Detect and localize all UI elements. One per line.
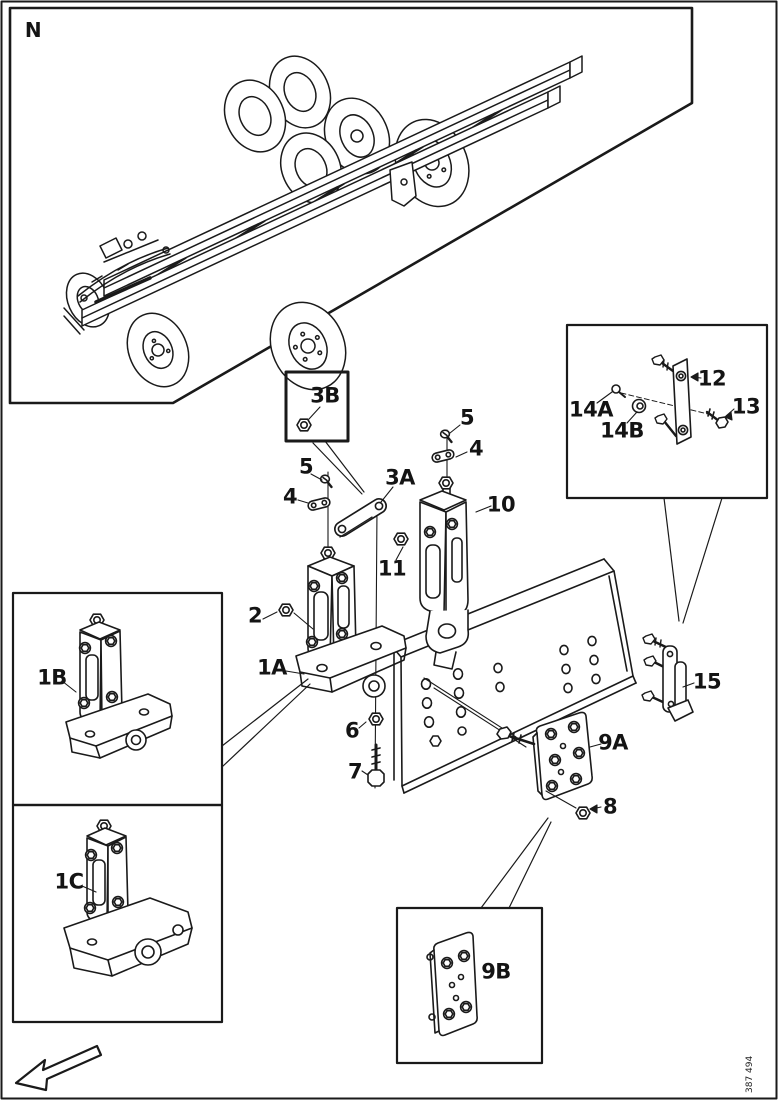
bracket-1c bbox=[63, 819, 193, 977]
callout-9a: 9A bbox=[598, 730, 628, 755]
callout-14a: 14A bbox=[569, 397, 613, 422]
inset-box-1c bbox=[11, 803, 224, 1024]
nut-11 bbox=[393, 532, 409, 546]
callout-8: 8 bbox=[602, 794, 618, 819]
callout-13: 13 bbox=[731, 394, 761, 419]
callout-3b: 3B bbox=[310, 383, 340, 408]
plate-9b bbox=[426, 931, 478, 1037]
inset-box-12 bbox=[565, 323, 769, 624]
callout-10: 10 bbox=[486, 492, 516, 517]
callout-15: 15 bbox=[692, 669, 722, 694]
front-axle-details bbox=[63, 231, 171, 335]
screw-5-right bbox=[439, 429, 453, 444]
direction-arrow-icon bbox=[14, 1044, 103, 1092]
callout-4-right: 4 bbox=[468, 436, 484, 461]
inset-box-3b bbox=[284, 370, 365, 495]
nut-8 bbox=[575, 806, 591, 820]
bolt-9a bbox=[496, 726, 536, 746]
bracket-10 bbox=[419, 429, 470, 670]
strap-3a bbox=[334, 498, 387, 538]
callout-14b: 14B bbox=[600, 418, 644, 443]
inset-box-1b bbox=[11, 591, 224, 807]
callout-2: 2 bbox=[247, 603, 263, 628]
callout-9b: 9B bbox=[481, 959, 511, 984]
callout-7: 7 bbox=[347, 759, 363, 784]
callout-5-right: 5 bbox=[459, 405, 475, 430]
screw-5-left bbox=[319, 474, 333, 489]
callout-1a: 1A bbox=[257, 655, 287, 680]
leader-lines bbox=[61, 372, 735, 893]
link-15 bbox=[641, 633, 694, 722]
callout-6: 6 bbox=[344, 718, 360, 743]
clamp-4-left bbox=[306, 496, 332, 512]
callout-11: 11 bbox=[377, 556, 407, 581]
view-label-n: N bbox=[24, 18, 42, 42]
fasteners-main bbox=[278, 429, 456, 787]
bolt-7 bbox=[367, 743, 385, 787]
callout-12: 12 bbox=[697, 366, 727, 391]
bracket-1a bbox=[295, 471, 407, 789]
nut-2 bbox=[278, 603, 294, 617]
wedge-pointers bbox=[221, 678, 311, 768]
frame-rail-section bbox=[390, 558, 637, 794]
clamp-4-right bbox=[430, 448, 456, 464]
callout-1c: 1C bbox=[54, 869, 84, 894]
part-14b bbox=[631, 398, 647, 414]
callout-1b: 1B bbox=[37, 665, 67, 690]
inset-box-9b bbox=[395, 817, 552, 1065]
plate-9a bbox=[496, 711, 593, 820]
callout-5-left: 5 bbox=[298, 454, 314, 479]
plate-12-parts bbox=[611, 354, 729, 445]
callout-3a: 3A bbox=[385, 465, 415, 490]
bolt-13 bbox=[705, 408, 729, 429]
figure-number: 387 494 bbox=[745, 1055, 755, 1093]
chassis-overview-box bbox=[8, 6, 694, 405]
part-14a bbox=[611, 384, 626, 398]
chassis-illustration bbox=[63, 55, 583, 391]
nut-6 bbox=[368, 712, 384, 726]
bracket-1b bbox=[65, 613, 173, 759]
frame-rails bbox=[81, 55, 583, 327]
callout-4-left: 4 bbox=[282, 484, 298, 509]
